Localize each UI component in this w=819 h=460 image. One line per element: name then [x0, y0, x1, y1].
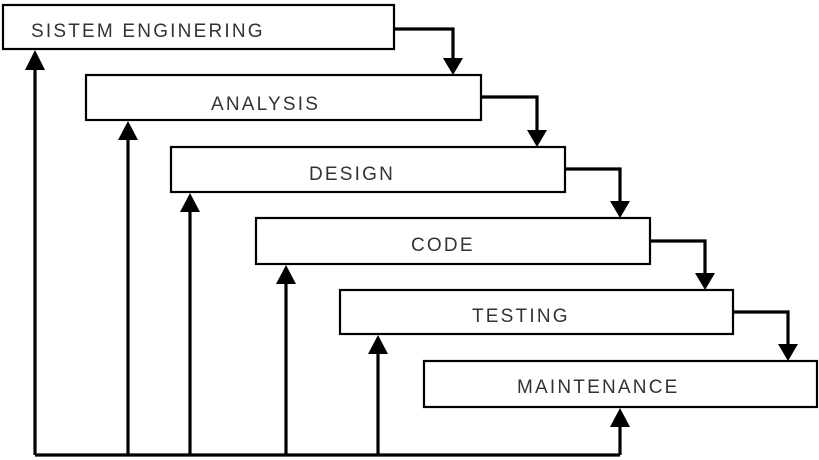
arrow-down-icon: [527, 130, 547, 147]
stage-analysis: ANALYSIS: [84, 73, 483, 122]
connector-line-1: [394, 27, 455, 62]
arrow-up-icon: [368, 335, 388, 354]
forward-connector-3: [565, 167, 630, 218]
stage-testing: TESTING: [338, 288, 735, 336]
feedback-arrow-maintenance: [610, 408, 630, 455]
feedback-arrow-testing: [368, 335, 388, 455]
stage-label-testing: TESTING: [472, 306, 570, 327]
forward-connector-5: [733, 310, 798, 361]
feedback-arrow-design: [180, 193, 200, 455]
forward-connector-2: [481, 95, 547, 147]
stage-box-testing: [338, 288, 735, 336]
arrow-up-icon: [610, 408, 630, 427]
forward-connector-4: [650, 239, 715, 290]
stage-box-design: [169, 145, 567, 194]
feedback-arrow-analysis: [118, 121, 138, 455]
arrow-up-icon: [180, 193, 200, 212]
arrow-up-icon: [25, 50, 45, 70]
connector-line-3: [565, 167, 622, 205]
stage-code: CODE: [254, 216, 652, 266]
stage-maintenance: MAINTENANCE: [422, 359, 819, 409]
arrow-down-icon: [443, 58, 463, 75]
arrow-down-icon: [695, 273, 715, 290]
connector-line-2: [481, 95, 539, 134]
stage-label-sistem-engineering: SISTEM ENGINERING: [31, 21, 265, 42]
stage-sistem-engineering: SISTEM ENGINERING: [1, 3, 396, 51]
stage-box-maintenance: [422, 359, 819, 409]
arrow-up-icon: [276, 265, 296, 284]
stage-box-sistem-engineering: [1, 3, 396, 51]
arrow-down-icon: [778, 344, 798, 361]
stage-label-maintenance: MAINTENANCE: [517, 377, 680, 398]
stage-label-design: DESIGN: [309, 164, 395, 185]
forward-connector-1: [394, 27, 463, 75]
connector-line-5: [733, 310, 790, 348]
feedback-arrow-sistem-engineering: [25, 50, 45, 455]
feedback-arrow-code: [276, 265, 296, 455]
connector-line-4: [650, 239, 707, 277]
stage-box-analysis: [84, 73, 483, 122]
stage-label-code: CODE: [411, 235, 475, 256]
arrow-down-icon: [610, 201, 630, 218]
stage-label-analysis: ANALYSIS: [211, 94, 320, 115]
arrow-up-icon: [118, 121, 138, 140]
stage-design: DESIGN: [169, 145, 567, 194]
